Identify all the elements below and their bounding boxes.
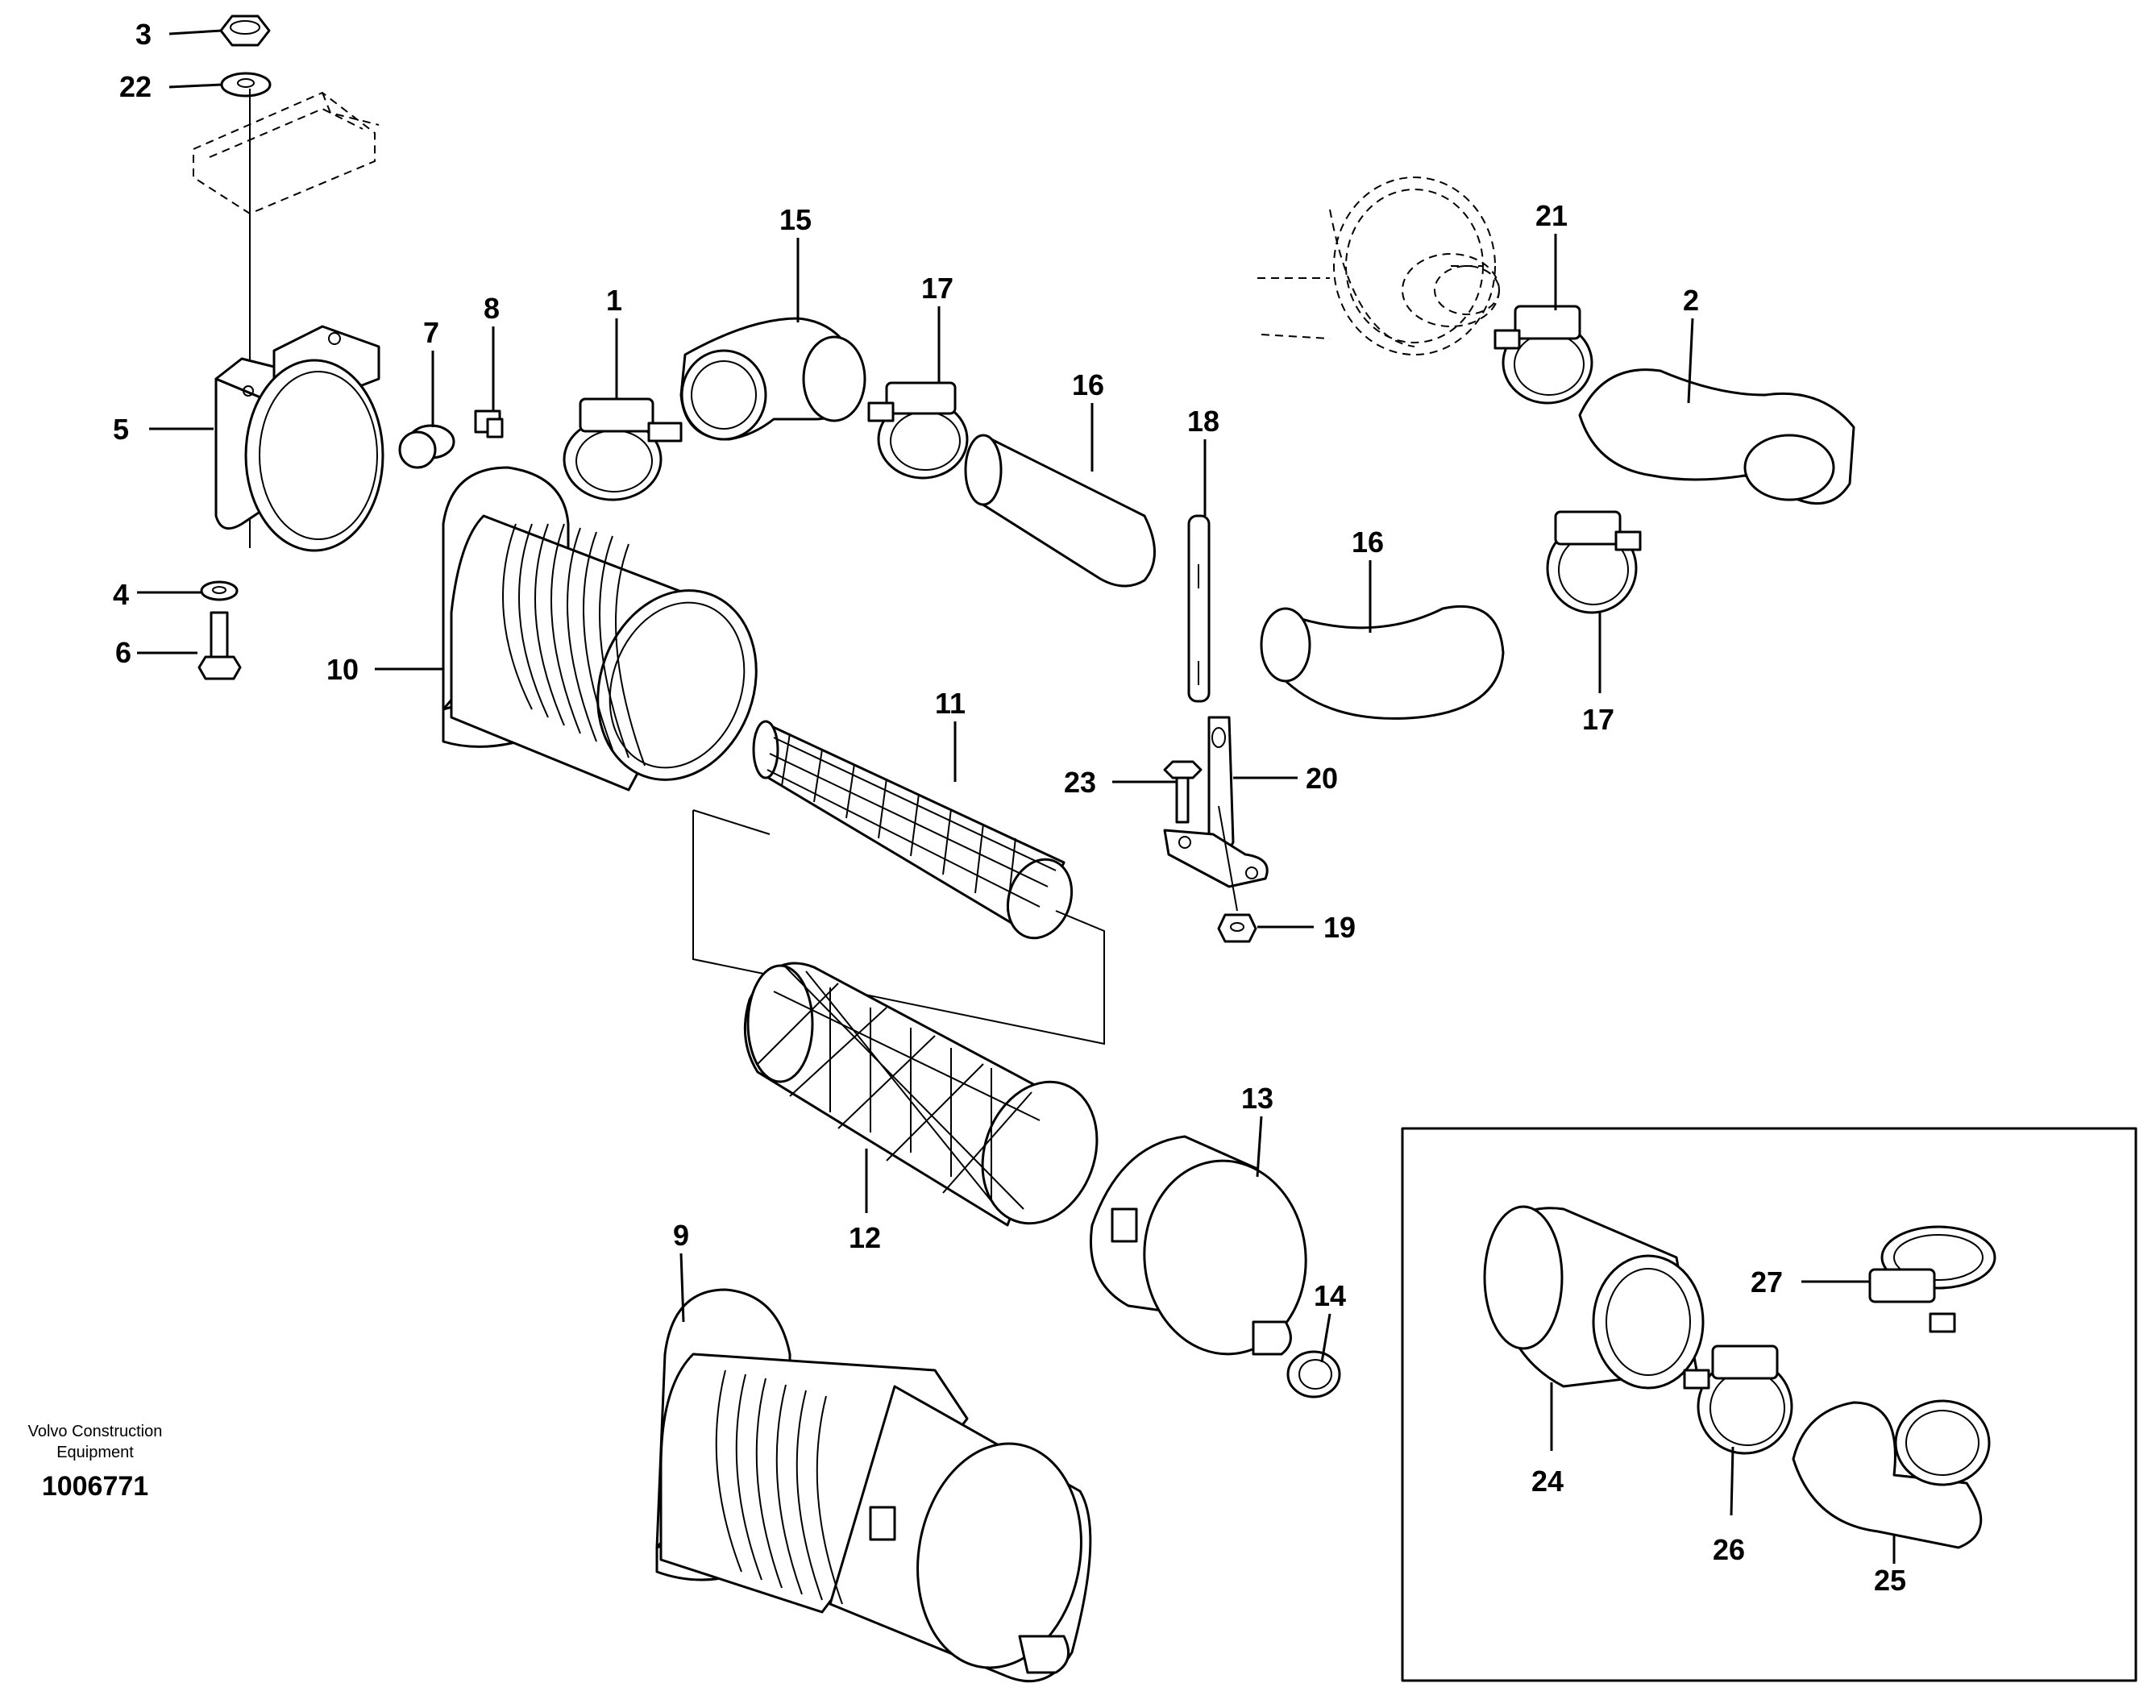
callout-15: 15 <box>779 203 812 236</box>
callout-21: 21 <box>1535 199 1568 232</box>
callout-10: 10 <box>326 653 359 686</box>
callout-26: 26 <box>1713 1533 1745 1566</box>
part-15-elbow-hose <box>679 317 866 441</box>
callout-8: 8 <box>484 292 500 325</box>
callout-labels: 3 22 5 4 6 10 7 8 1 15 17 16 18 16 21 2 … <box>113 18 1906 1597</box>
leader-lines <box>137 29 1896 1564</box>
part-6-bolt <box>197 611 242 680</box>
credit-company-line2: Equipment <box>56 1444 134 1461</box>
callout-17-upper: 17 <box>921 272 953 305</box>
callout-2: 2 <box>1683 284 1699 317</box>
callout-19: 19 <box>1323 911 1356 944</box>
part-16-straight-hose <box>964 434 1156 588</box>
part-27-hose-clamp <box>1868 1225 1996 1333</box>
callout-3: 3 <box>135 18 152 51</box>
part-20-mounting-bracket <box>1163 716 1269 888</box>
part-9-air-cleaner-assembly <box>655 1288 1092 1683</box>
callout-17-lower: 17 <box>1582 703 1614 736</box>
part-3-hex-nut <box>219 15 271 47</box>
callout-1: 1 <box>606 284 622 317</box>
callout-23: 23 <box>1064 766 1096 799</box>
mounting-bracket-reference-outline <box>193 91 380 215</box>
part-7-cap <box>398 424 455 469</box>
callout-5: 5 <box>113 413 129 446</box>
part-25-elbow-hose <box>1792 1399 1991 1549</box>
engine-reference-outline <box>1257 177 1500 355</box>
part-21-hose-clamp <box>1493 305 1593 405</box>
part-2-s-bend-hose <box>1578 368 1855 505</box>
nut-axis-line <box>1218 805 1238 912</box>
part-17-hose-clamp-upper <box>867 381 969 480</box>
callout-16-upper: 16 <box>1072 368 1104 401</box>
part-1-hose-clamp <box>563 397 683 501</box>
callout-6: 6 <box>115 636 131 669</box>
callout-13: 13 <box>1241 1082 1273 1115</box>
callout-14: 14 <box>1314 1279 1346 1312</box>
part-11-safety-filter-element <box>752 720 1074 940</box>
callout-12: 12 <box>849 1221 881 1254</box>
document-number: 1006771 <box>42 1471 148 1502</box>
part-17-hose-clamp-lower <box>1546 510 1642 614</box>
callout-27: 27 <box>1751 1265 1783 1299</box>
part-13-end-cover <box>1089 1135 1307 1356</box>
part-14-dust-valve <box>1286 1350 1341 1398</box>
callout-22: 22 <box>119 70 152 103</box>
part-12-main-filter-element <box>743 962 1099 1227</box>
part-10-air-cleaner-housing <box>442 466 758 792</box>
callout-18: 18 <box>1187 405 1219 438</box>
part-4-washer <box>200 580 239 601</box>
callout-25: 25 <box>1874 1564 1906 1597</box>
credit-company-line1: Volvo Construction <box>28 1423 163 1440</box>
filter-group-bracket <box>692 810 1105 1045</box>
part-8-elbow-fitting <box>474 409 504 438</box>
callout-7: 7 <box>423 316 439 349</box>
callout-9: 9 <box>673 1219 689 1252</box>
part-24-pre-cleaner <box>1483 1205 1705 1390</box>
part-26-hose-clamp <box>1683 1344 1793 1455</box>
callout-4: 4 <box>113 578 129 611</box>
part-19-nut <box>1217 913 1257 943</box>
part-16-curved-hose <box>1260 605 1505 720</box>
callout-20: 20 <box>1306 762 1338 795</box>
callout-11: 11 <box>935 687 966 720</box>
part-23-bolt <box>1163 760 1203 824</box>
callout-24: 24 <box>1531 1465 1564 1498</box>
callout-16-lower: 16 <box>1352 526 1384 559</box>
part-5-band-clamp-bracket <box>214 325 384 552</box>
part-22-washer <box>220 72 272 98</box>
part-18-tension-rod <box>1187 514 1211 703</box>
